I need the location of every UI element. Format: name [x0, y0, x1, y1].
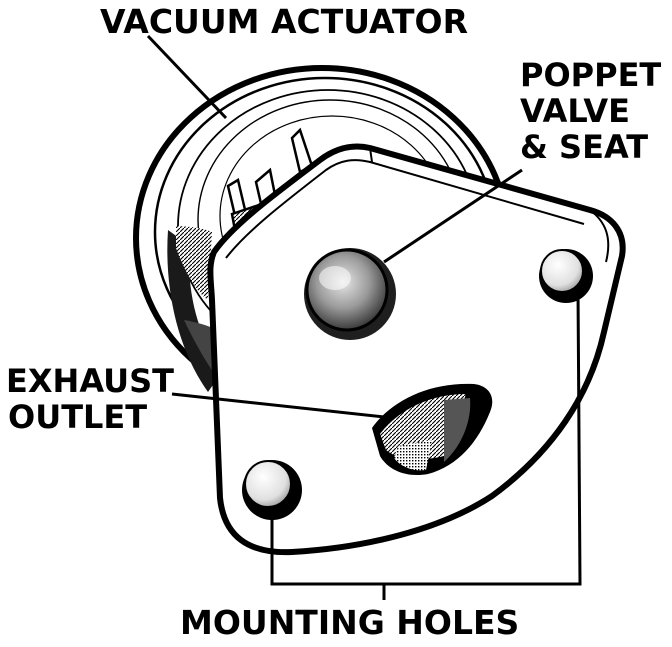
poppet-valve-knob	[304, 248, 396, 340]
label-vacuum-actuator: VACUUM ACTUATOR	[100, 2, 468, 41]
label-exhaust-line1: EXHAUST	[6, 362, 174, 400]
diagram-labels: VACUUM ACTUATOR POPPET VALVE & SEAT EXHA…	[6, 2, 661, 642]
label-poppet-line3: & SEAT	[520, 128, 648, 166]
leader-mounting-holes	[270, 289, 582, 586]
mounting-plate	[207, 143, 626, 556]
leader-exhaust-outlet	[171, 392, 395, 420]
mounting-hole-lower	[242, 460, 302, 520]
label-poppet-line1: POPPET	[520, 56, 661, 94]
label-exhaust-line2: OUTLET	[8, 398, 147, 436]
mounting-hole-upper	[539, 249, 593, 303]
leader-vacuum-actuator	[146, 34, 228, 120]
label-mounting-holes: MOUNTING HOLES	[180, 603, 519, 642]
label-poppet-line2: VALVE	[520, 92, 630, 130]
exhaust-outlet-opening	[372, 383, 493, 476]
leader-poppet-valve	[383, 168, 523, 264]
leader-lines	[146, 34, 582, 600]
